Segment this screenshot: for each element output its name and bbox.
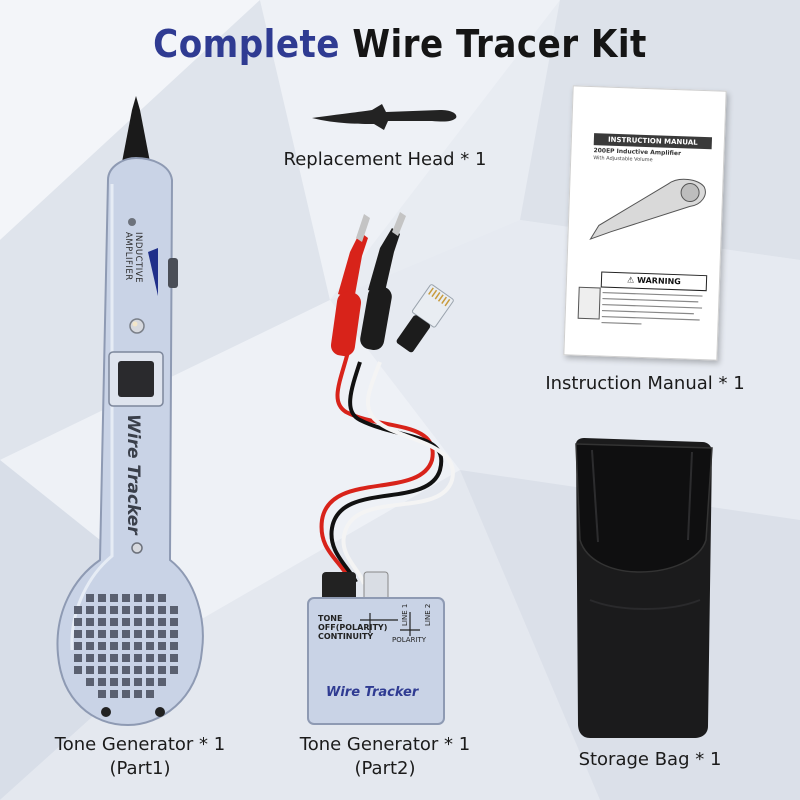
replacement-head-caption: Replacement Head * 1 [283,149,487,170]
amplifier-label-line1: INDUCTIVE [133,232,143,283]
tone-generator-caption: Tone Generator * 1 (Part2) [275,733,495,781]
amplifier-caption-line2: (Part1) [109,758,171,779]
polarity-label: POLARITY [392,636,427,644]
page-title: Complete Wire Tracer Kit [40,22,760,66]
amplifier-caption: Tone Generator * 1 (Part1) [30,733,250,781]
manual-device-illustration [589,178,706,241]
amplifier-caption-line1: Tone Generator * 1 [54,734,226,755]
manual-text-lines [601,291,703,325]
switch-tone-label: TONE [318,614,342,623]
line1-label: LINE 1 [401,604,409,626]
line2-label: LINE 2 [424,604,432,626]
switch-off-label: OFF(POLARITY) [318,623,387,632]
amplifier-label-line2: AMPLIFIER [123,232,133,281]
storage-bag-caption: Storage Bag * 1 [578,749,722,770]
title-accent: Complete [153,22,340,66]
tone-generator-caption-line1: Tone Generator * 1 [299,734,471,755]
title-main: Wire Tracer Kit [352,22,647,66]
instruction-manual-caption: Instruction Manual * 1 [545,373,745,394]
tone-generator-brand: Wire Tracker [326,685,420,700]
switch-continuity-label: CONTINUITY [318,632,373,641]
instruction-manual: INSTRUCTION MANUAL 200EP Inductive Ampli… [563,85,727,361]
speaker-grille [74,594,178,698]
amplifier-brand: Wire Tracker [123,414,143,536]
tone-generator-caption-line2: (Part2) [354,758,416,779]
